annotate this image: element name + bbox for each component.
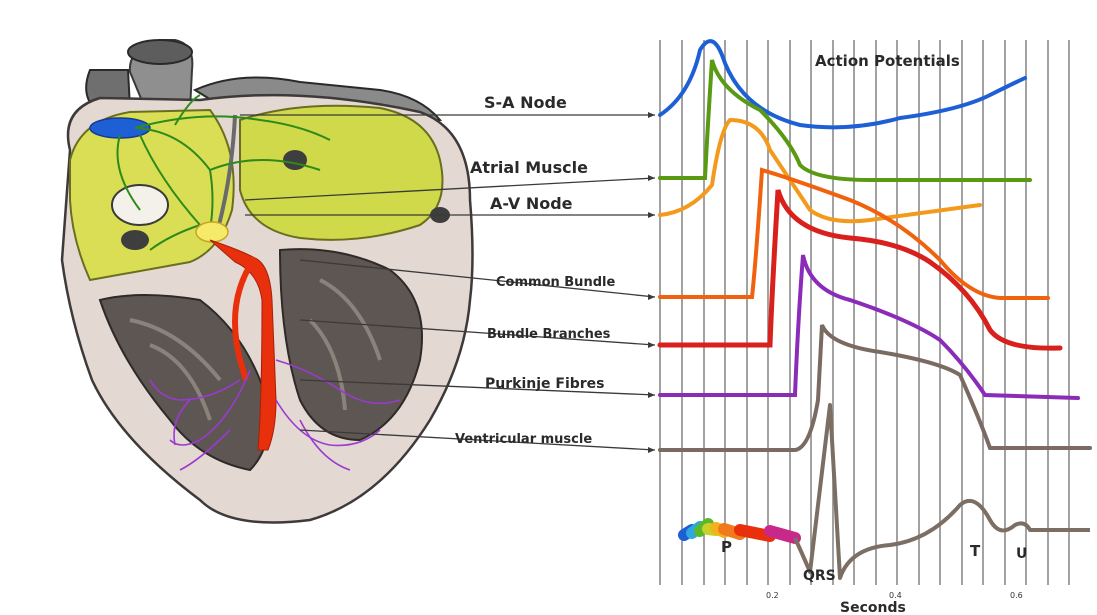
arrowhead-icon	[648, 392, 655, 398]
x-tick-0-6: 0.6	[1010, 591, 1023, 600]
ecg-p-wave	[684, 524, 795, 538]
ecg-p-segment	[770, 531, 795, 538]
label-atrial-muscle: Atrial Muscle	[470, 158, 588, 177]
label-sa-node: S-A Node	[484, 93, 567, 112]
arrowhead-icon	[648, 175, 655, 181]
ecg-label-u: U	[1016, 546, 1027, 562]
arrowhead-icon	[648, 294, 655, 300]
arrowhead-icon	[648, 212, 655, 218]
timeline-grid	[660, 40, 1069, 585]
ecg-label-qrs: QRS	[803, 568, 836, 584]
label-purkinje-fibres: Purkinje Fibres	[485, 376, 605, 392]
heart-illustration	[62, 40, 473, 523]
left-atrium	[240, 106, 443, 240]
ecg-qrs-t-u-trace	[795, 405, 1090, 578]
label-av-node: A-V Node	[490, 194, 573, 213]
ecg-label-t: T	[970, 542, 981, 560]
label-ventricular-muscle: Ventricular muscle	[455, 432, 592, 447]
chart-title: Action Potentials	[815, 52, 960, 70]
ecg-label-p: P	[721, 538, 732, 556]
arrowhead-icon	[648, 447, 655, 453]
x-tick-0-2: 0.2	[766, 591, 779, 600]
x-tick-0-4: 0.4	[889, 591, 902, 600]
label-bundle-branches: Bundle Branches	[487, 327, 611, 342]
arrowhead-icon	[648, 342, 655, 348]
label-common-bundle: Common Bundle	[496, 275, 615, 290]
arrowhead-icon	[648, 112, 655, 118]
trace-branches	[660, 190, 1060, 348]
x-axis-label: Seconds	[840, 600, 906, 615]
trace-purkinje	[660, 255, 1078, 398]
av-node-blob	[196, 222, 228, 242]
